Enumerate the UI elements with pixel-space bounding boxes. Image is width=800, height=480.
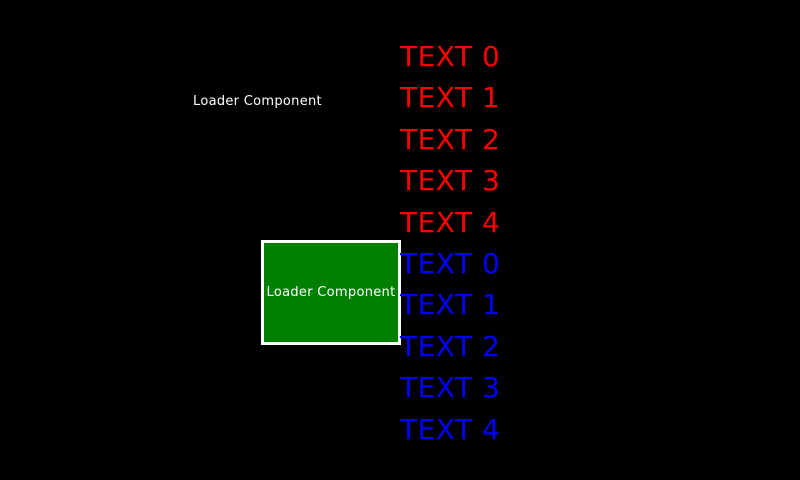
loader-component-box-label: Loader Component: [266, 285, 396, 300]
red-text-item: TEXT 2: [400, 122, 501, 156]
red-text-item: TEXT 4: [400, 205, 501, 239]
blue-text-item: TEXT 2: [400, 329, 501, 363]
blue-text-item: TEXT 0: [400, 246, 501, 280]
red-text-item: TEXT 3: [400, 164, 501, 198]
loader-component-box[interactable]: Loader Component: [261, 240, 401, 345]
red-text-item: TEXT 1: [400, 81, 501, 115]
blue-text-item: TEXT 4: [400, 412, 501, 446]
blue-text-item: TEXT 1: [400, 288, 501, 322]
loader-component-label: Loader Component: [193, 94, 322, 109]
text-list: TEXT 0 TEXT 1 TEXT 2 TEXT 3 TEXT 4 TEXT …: [400, 36, 500, 450]
red-text-item: TEXT 0: [400, 40, 501, 73]
blue-text-item: TEXT 3: [400, 371, 501, 405]
